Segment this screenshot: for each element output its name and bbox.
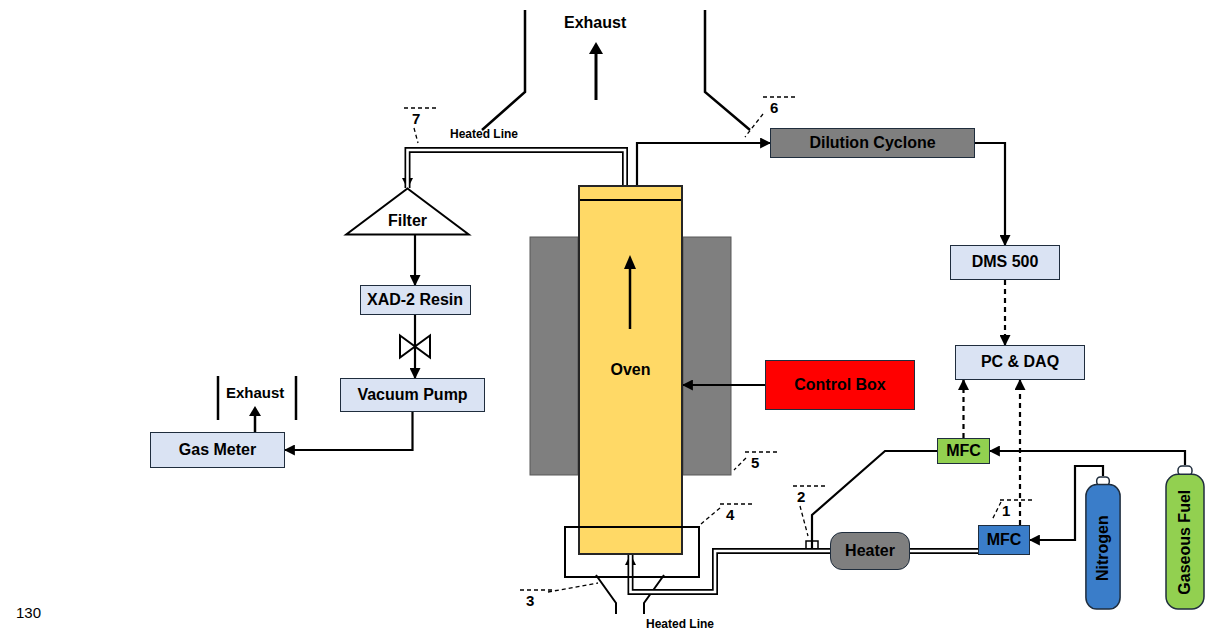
node-text: Dilution Cyclone — [809, 134, 935, 152]
node-text: Vacuum Pump — [357, 386, 467, 404]
exhaust-label: Exhaust — [564, 14, 626, 32]
connector-path — [683, 384, 765, 386]
callout-leaders — [404, 97, 1032, 592]
callout-number: 3 — [526, 592, 534, 609]
control-box: Control Box — [765, 360, 915, 410]
flow-line — [415, 235, 416, 285]
oven-chamber: Oven — [578, 185, 683, 555]
flow-line — [975, 143, 1005, 245]
node-text: MFC — [987, 531, 1022, 549]
connector-path — [285, 412, 413, 450]
pump-box: Vacuum Pump — [340, 378, 485, 412]
connector-path — [414, 235, 416, 285]
exhaust-hood — [705, 10, 750, 130]
connector-path — [408, 150, 626, 188]
daq-box: PC & DAQ — [955, 345, 1085, 380]
heated-line-inner — [910, 550, 978, 553]
signal-line — [963, 380, 964, 438]
mass-flow-controller: MFC — [937, 438, 990, 464]
exhaust-arrow — [595, 52, 598, 100]
node-text: Gaseous Fuel — [1176, 490, 1194, 595]
signal-line — [1005, 280, 1006, 345]
node-text: DMS 500 — [972, 253, 1039, 271]
heating-jacket — [530, 237, 578, 475]
node-text: Control Box — [794, 376, 886, 394]
node-text: PC & DAQ — [981, 353, 1059, 371]
exhaust-arrow — [589, 42, 603, 54]
gas-cylinder: Nitrogen — [1085, 476, 1121, 610]
flow-line — [285, 412, 413, 450]
connector-path — [631, 551, 831, 592]
heater-box: Heater — [830, 532, 910, 570]
heated-line — [408, 150, 626, 188]
callout-number: 4 — [726, 506, 734, 523]
callout-number: 7 — [412, 110, 420, 127]
connector-path — [910, 548, 978, 554]
exhaust-arrow — [249, 406, 261, 416]
node-text: Nitrogen — [1094, 515, 1112, 581]
node-text: Heater — [845, 542, 895, 560]
mass-flow-controller: MFC — [978, 525, 1030, 555]
exhaust-label: Exhaust — [226, 384, 284, 401]
cyclone-box: Dilution Cyclone — [770, 128, 975, 158]
callout-number: 5 — [751, 454, 759, 471]
flow-line — [637, 143, 770, 185]
exhaust-stack — [295, 376, 298, 420]
resin-box: XAD-2 Resin — [360, 285, 471, 315]
exhaust-arrow — [254, 415, 257, 432]
heated-line — [631, 551, 831, 592]
exhaust-stack — [217, 376, 220, 420]
node-text: Gas Meter — [179, 441, 256, 459]
callout-number: 1 — [1002, 502, 1010, 519]
signal-line — [1020, 380, 1021, 525]
node-text: Oven — [610, 361, 650, 379]
gas-cylinder: Gaseous Fuel — [1165, 465, 1205, 610]
oven-inlet-funnel — [596, 575, 616, 614]
connector-path — [1019, 380, 1021, 525]
connector-path — [1004, 280, 1006, 345]
valve-symbol — [400, 336, 430, 358]
heating-jacket — [683, 237, 731, 475]
callout-number: 6 — [770, 99, 778, 116]
gas-meter-box: Gas Meter — [150, 432, 285, 468]
heated-line-inner — [408, 150, 626, 188]
filter-triangle: Filter — [345, 188, 470, 235]
flow-line — [683, 385, 765, 386]
exhaust-hood — [482, 10, 525, 130]
analyzer-box: DMS 500 — [950, 245, 1060, 280]
line-label: Heated Line — [646, 618, 714, 632]
connector-path — [962, 380, 964, 438]
callout-number: 2 — [797, 488, 805, 505]
line-label: Heated Line — [450, 128, 518, 142]
node-text: MFC — [946, 442, 981, 460]
heated-line — [910, 551, 978, 552]
line-number: 130 — [16, 604, 41, 621]
connector-path — [975, 143, 1005, 245]
node-text: XAD-2 Resin — [367, 291, 463, 309]
heated-line-inner — [631, 551, 831, 592]
node-text: Filter — [388, 212, 427, 230]
connector-path — [637, 143, 770, 185]
